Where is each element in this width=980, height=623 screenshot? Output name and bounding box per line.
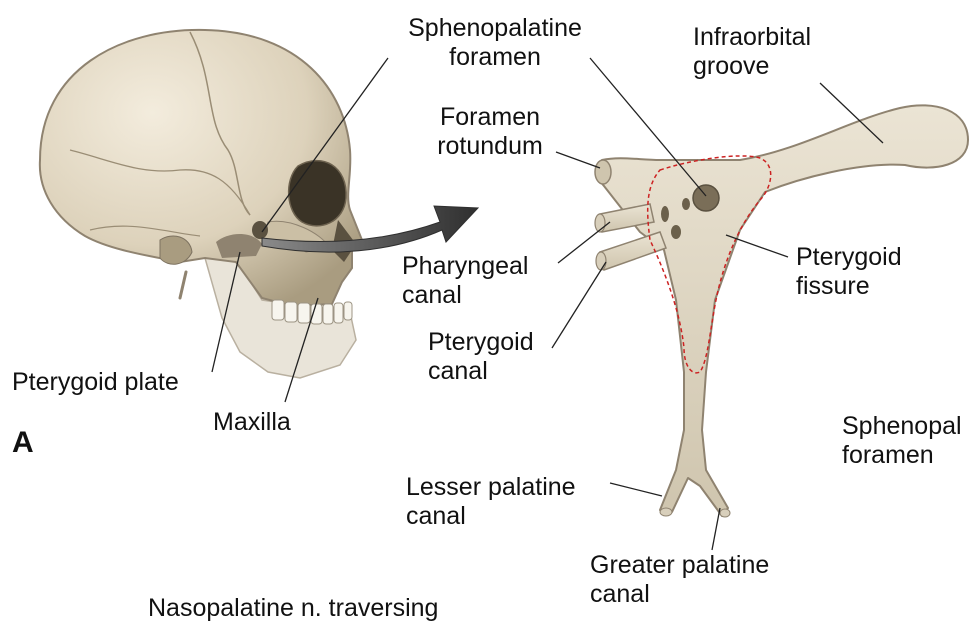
label-line: Sphenopal	[842, 412, 962, 441]
label-infraorbital-groove: Infraorbital groove	[693, 23, 811, 81]
sphenopalatine-foramen-opening	[693, 185, 719, 211]
label-line: groove	[693, 52, 811, 81]
label-line: Lesser palatine	[406, 473, 576, 502]
label-line: canal	[402, 281, 528, 310]
label-line: Pharyngeal	[402, 252, 528, 281]
label-pharyngeal-canal: Pharyngeal canal	[402, 252, 528, 310]
label-line: Pterygoid	[796, 243, 902, 272]
label-line: canal	[590, 580, 769, 609]
label-pterygoid-plate: Pterygoid plate	[12, 368, 179, 397]
panel-label: A	[12, 426, 34, 460]
pterygoid-canal-tube	[600, 232, 666, 270]
orbit	[289, 161, 346, 226]
label-line: Greater palatine	[590, 551, 769, 580]
label-line: rotundum	[420, 132, 560, 161]
label-greater-palatine-canal: Greater palatine canal	[590, 551, 769, 609]
label-lesser-palatine-canal: Lesser palatine canal	[406, 473, 576, 531]
label-line: Pterygoid	[428, 328, 534, 357]
label-foramen-rotundum: Foramen rotundum	[420, 103, 560, 161]
foramen-rotundum-opening	[595, 160, 611, 184]
label-sphenopalatine-foramen: Sphenopalatine foramen	[380, 14, 610, 72]
label-line: Infraorbital	[693, 23, 811, 52]
label-line: Sphenopalatine	[380, 14, 610, 43]
label-pterygoid-canal: Pterygoid canal	[428, 328, 534, 386]
skull-illustration	[40, 30, 362, 378]
label-line: fissure	[796, 272, 902, 301]
label-line: canal	[406, 502, 576, 531]
label-line: foramen	[842, 441, 962, 470]
label-maxilla: Maxilla	[213, 408, 291, 437]
label-line: foramen	[380, 43, 610, 72]
label-line: canal	[428, 357, 534, 386]
label-pterygoid-fissure: Pterygoid fissure	[796, 243, 902, 301]
caption-nasopalatine: Nasopalatine n. traversing	[148, 594, 438, 623]
label-sphenopalatine-foramen-right: Sphenopal foramen	[842, 412, 962, 470]
label-line: Foramen	[420, 103, 560, 132]
